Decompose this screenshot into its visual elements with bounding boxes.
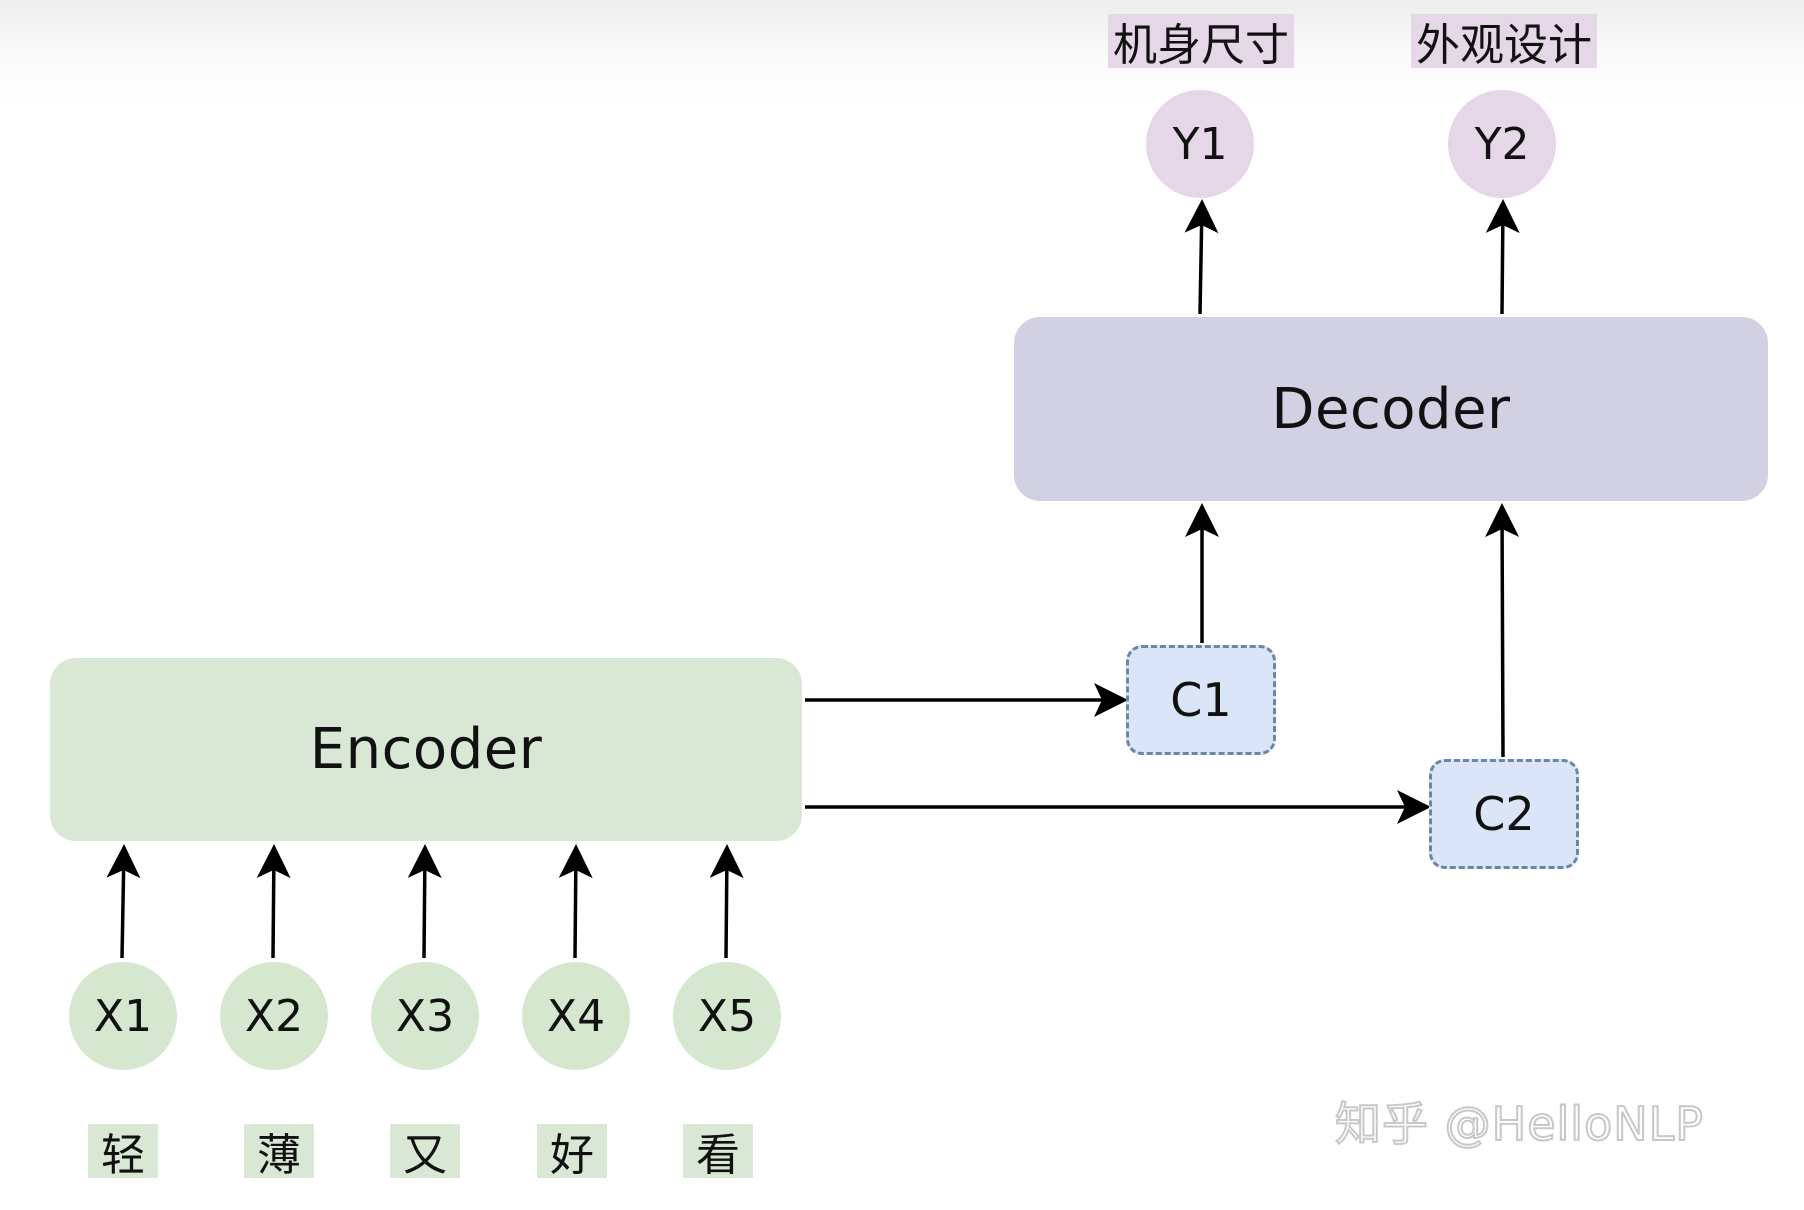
input-node-x4: X4	[522, 962, 630, 1070]
arrow-x4-encoder	[558, 844, 593, 959]
input-token-1: 轻	[88, 1124, 158, 1181]
input-token-5: 看	[683, 1124, 753, 1181]
output-node-y1: Y1	[1146, 90, 1254, 198]
arrow-x2-encoder	[256, 844, 291, 959]
context-c1: C1	[1126, 645, 1276, 755]
input-node-x2: X2	[220, 962, 328, 1070]
arrow-decoder-y2	[1485, 199, 1520, 315]
output-node-y2: Y2	[1448, 90, 1556, 198]
context-c2: C2	[1429, 759, 1579, 869]
arrow-x3-encoder	[407, 844, 442, 959]
input-token-3: 又	[390, 1124, 460, 1181]
arrow-c2-decoder	[1485, 503, 1520, 758]
decoder-block: Decoder	[1014, 317, 1768, 501]
output-label-y2: 外观设计	[1411, 14, 1597, 71]
watermark: 知乎 @HelloNLP	[1334, 1096, 1704, 1152]
arrow-decoder-y1	[1184, 199, 1219, 315]
input-token-4: 好	[537, 1124, 607, 1181]
arrow-x1-encoder	[106, 844, 141, 959]
arrow-x5-encoder	[709, 844, 744, 959]
input-token-2: 薄	[244, 1124, 314, 1181]
input-node-x3: X3	[371, 962, 479, 1070]
encoder-block: Encoder	[50, 658, 802, 841]
input-node-x5: X5	[673, 962, 781, 1070]
output-label-y1: 机身尺寸	[1108, 14, 1294, 71]
input-node-x1: X1	[69, 962, 177, 1070]
